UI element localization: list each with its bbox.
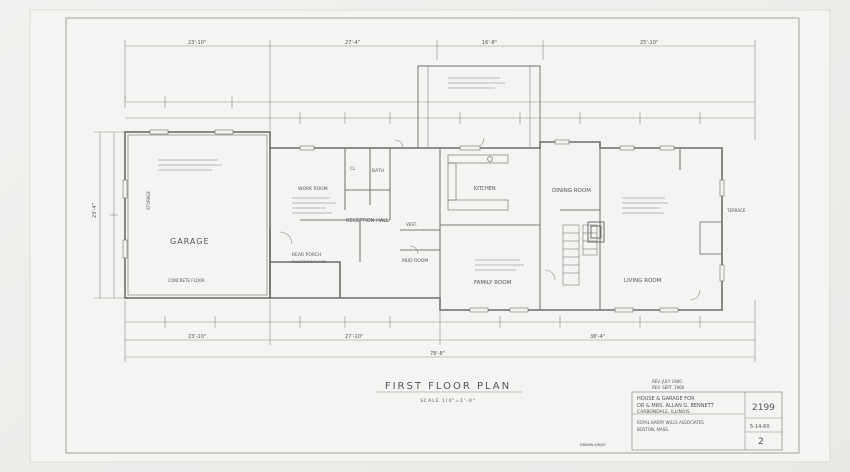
pencil-notes <box>158 77 668 271</box>
dim-bottom-3: 38'-4" <box>590 334 605 340</box>
walls <box>124 65 723 311</box>
tracing-sheet <box>29 9 831 463</box>
architect-city: BOSTON, MASS. <box>637 427 669 432</box>
dining-label: DINING ROOM <box>552 188 591 194</box>
title-block: HOUSE & GARAGE FOR DR & MRS. ALLAN G. BE… <box>631 391 783 451</box>
kitchen-counters <box>447 154 509 211</box>
revision-note-1: REV. JULY 1960 <box>652 379 682 384</box>
room-labels: GARAGE CONCRETE FLOOR STORAGE REAR PORCH… <box>146 166 746 286</box>
porch-label: REAR PORCH <box>292 252 321 258</box>
title-line-1: HOUSE & GARAGE FOR <box>637 396 695 402</box>
dim-overall: 78'-8" <box>430 351 445 357</box>
dim-top-1: 23'-10" <box>188 40 206 46</box>
drawing-border <box>65 17 800 454</box>
bottom-dimensions <box>124 300 756 362</box>
job-number: 2199 <box>752 403 775 413</box>
dimension-labels: 23'-10" 27'-4" 16'-8" 25'-10" 23'-10" 27… <box>92 40 658 357</box>
stairs <box>562 224 598 286</box>
sheet-number: 2 <box>758 437 764 447</box>
dim-left: 23'-4" <box>92 203 98 218</box>
title-line-3: CARBONDALE, ILLINOIS <box>637 409 690 415</box>
dim-top-4: 25'-10" <box>640 40 658 46</box>
dim-bottom-2: 27'-10" <box>345 334 363 340</box>
dim-top-3: 16'-8" <box>482 40 497 46</box>
kitchen-label: KITCHEN <box>474 186 496 192</box>
garage-note: CONCRETE FLOOR <box>168 278 205 283</box>
work-room-label: WORK ROOM <box>298 186 328 192</box>
drawing-date: 5-14-60 <box>750 424 770 430</box>
garage-stair-label: STORAGE <box>146 190 151 210</box>
living-label: LIVING ROOM <box>624 278 662 284</box>
windows <box>122 129 725 313</box>
top-dimensions <box>124 40 756 140</box>
drawn-date: DRAWN 6/6/60 <box>580 443 606 447</box>
utility-label: MUD ROOM <box>402 258 428 264</box>
bath-label: BATH <box>372 168 384 174</box>
terrace-label: TERRACE <box>726 208 746 213</box>
revision-note-2: REV. SEPT. 1960 <box>652 385 685 390</box>
plan-scale: SCALE 1/4"=1'-0" <box>420 398 476 404</box>
dim-top-2: 27'-4" <box>345 40 360 46</box>
title-line-2: DR & MRS. ALLAN G. BENNETT <box>637 403 715 409</box>
vest-label: VEST. <box>406 222 417 227</box>
porch-note: FLAGSTONE FLOOR <box>292 260 326 264</box>
architect-name: ROYAL BARRY WILLS ASSOCIATES <box>637 420 704 425</box>
plan-title: FIRST FLOOR PLAN <box>385 381 511 392</box>
interior-walls <box>300 148 681 310</box>
fireplace <box>587 221 605 243</box>
garage-label: GARAGE <box>170 237 210 246</box>
door-swings <box>279 137 701 301</box>
family-label: FAMILY ROOM <box>474 280 512 286</box>
left-dimensions <box>94 131 128 299</box>
closet-label: CL. <box>350 166 356 171</box>
dim-bottom-1: 23'-10" <box>188 334 206 340</box>
hall-label: RECEPTION HALL <box>346 218 389 224</box>
